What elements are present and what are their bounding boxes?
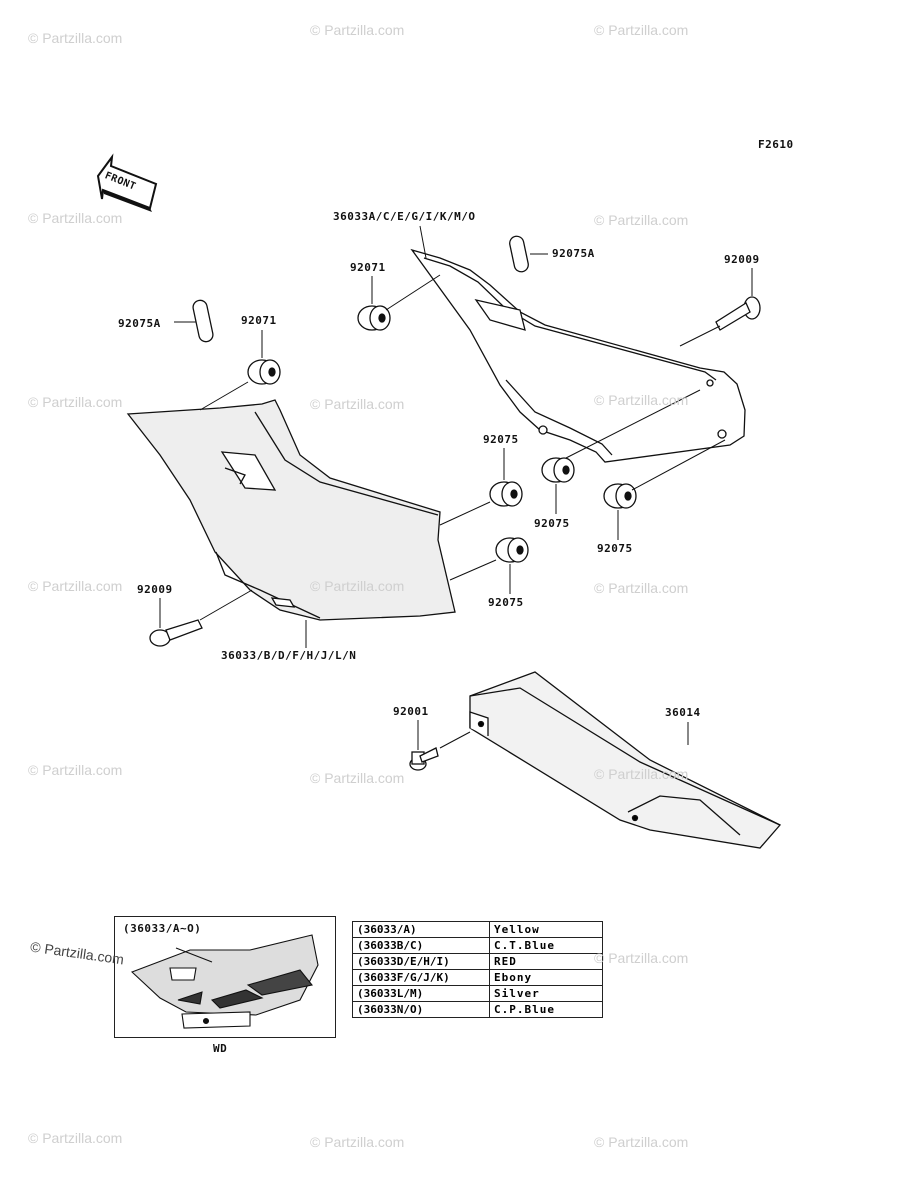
inset-caption: WD xyxy=(213,1042,228,1055)
color-name-cell: C.T.Blue xyxy=(489,937,603,954)
watermark: © Partzilla.com xyxy=(310,396,405,412)
color-code-cell: (36033B/C) xyxy=(352,937,490,954)
right-side-cover xyxy=(410,248,746,463)
color-name-cell: Yellow xyxy=(489,921,603,938)
color-table: (36033/A) Yellow (36033B/C) C.T.Blue (36… xyxy=(352,921,603,1018)
color-name-cell: C.P.Blue xyxy=(489,1001,603,1018)
part-label-bolt-left[interactable]: 92009 xyxy=(137,583,173,596)
bolt-icon xyxy=(149,296,761,771)
table-row: (36033/A) Yellow xyxy=(352,921,603,938)
watermark: © Partzilla.com xyxy=(594,950,689,966)
watermark: © Partzilla.com xyxy=(28,578,123,594)
color-code-cell: (36033N/O) xyxy=(352,1001,490,1018)
inset-box: (36033/A~O) xyxy=(114,916,336,1038)
table-row: (36033B/C) C.T.Blue xyxy=(352,937,603,954)
watermark: © Partzilla.com xyxy=(594,212,689,228)
inset-decal-drawing xyxy=(130,934,319,1029)
table-row: (36033N/O) C.P.Blue xyxy=(352,1001,603,1018)
color-code-cell: (36033/A) xyxy=(352,921,490,938)
part-label-bolt-right[interactable]: 92009 xyxy=(724,253,760,266)
leader-lines xyxy=(159,225,753,750)
color-name-cell: Silver xyxy=(489,985,603,1002)
front-arrow-icon xyxy=(96,153,158,212)
color-code-cell: (36033D/E/H/I) xyxy=(352,953,490,970)
part-label-grommet-75-b[interactable]: 92075 xyxy=(534,517,570,530)
part-label-grommet-71-right[interactable]: 92071 xyxy=(350,261,386,274)
watermark: © Partzilla.com xyxy=(594,22,689,38)
left-side-cover xyxy=(126,399,456,621)
watermark: © Partzilla.com xyxy=(310,22,405,38)
part-label-grommet-75-c[interactable]: 92075 xyxy=(597,542,633,555)
table-row: (36033L/M) Silver xyxy=(352,985,603,1002)
watermark: © Partzilla.com xyxy=(28,1130,123,1146)
table-row: (36033F/G/J/K) Ebony xyxy=(352,969,603,986)
watermark: © Partzilla.com xyxy=(28,30,123,46)
pad-icon xyxy=(192,235,529,343)
part-label-pad-right[interactable]: 92075A xyxy=(552,247,595,260)
color-code-cell: (36033L/M) xyxy=(352,985,490,1002)
watermark: © Partzilla.com xyxy=(28,394,123,410)
part-label-cover-right[interactable]: 36033A/C/E/G/I/K/M/O xyxy=(333,210,476,223)
figure-code: F2610 xyxy=(758,138,794,151)
color-name-cell: RED xyxy=(489,953,603,970)
chain-guard xyxy=(469,671,782,849)
part-label-bolt-guard[interactable]: 92001 xyxy=(393,705,429,718)
color-code-cell: (36033F/G/J/K) xyxy=(352,969,490,986)
watermark: © Partzilla.com xyxy=(310,578,405,594)
table-row: (36033D/E/H/I) RED xyxy=(352,953,603,970)
inset-title: (36033/A~O) xyxy=(123,922,202,935)
part-label-chain-guard[interactable]: 36014 xyxy=(665,706,701,719)
color-name-cell: Ebony xyxy=(489,969,603,986)
part-label-grommet-75-d[interactable]: 92075 xyxy=(488,596,524,609)
watermark: © Partzilla.com xyxy=(28,762,123,778)
watermark: © Partzilla.com xyxy=(310,770,405,786)
part-label-grommet-71-left[interactable]: 92071 xyxy=(241,314,277,327)
part-label-grommet-75-a[interactable]: 92075 xyxy=(483,433,519,446)
watermark: © Partzilla.com xyxy=(594,392,689,408)
part-label-pad-left[interactable]: 92075A xyxy=(118,317,161,330)
watermark: © Partzilla.com xyxy=(594,580,689,596)
part-label-cover-left[interactable]: 36033/B/D/F/H/J/L/N xyxy=(221,649,357,662)
watermark: © Partzilla.com xyxy=(28,210,123,226)
watermark: © Partzilla.com xyxy=(310,1134,405,1150)
watermark: © Partzilla.com xyxy=(594,1134,689,1150)
watermark: © Partzilla.com xyxy=(594,766,689,782)
grommet-icon xyxy=(247,305,637,563)
